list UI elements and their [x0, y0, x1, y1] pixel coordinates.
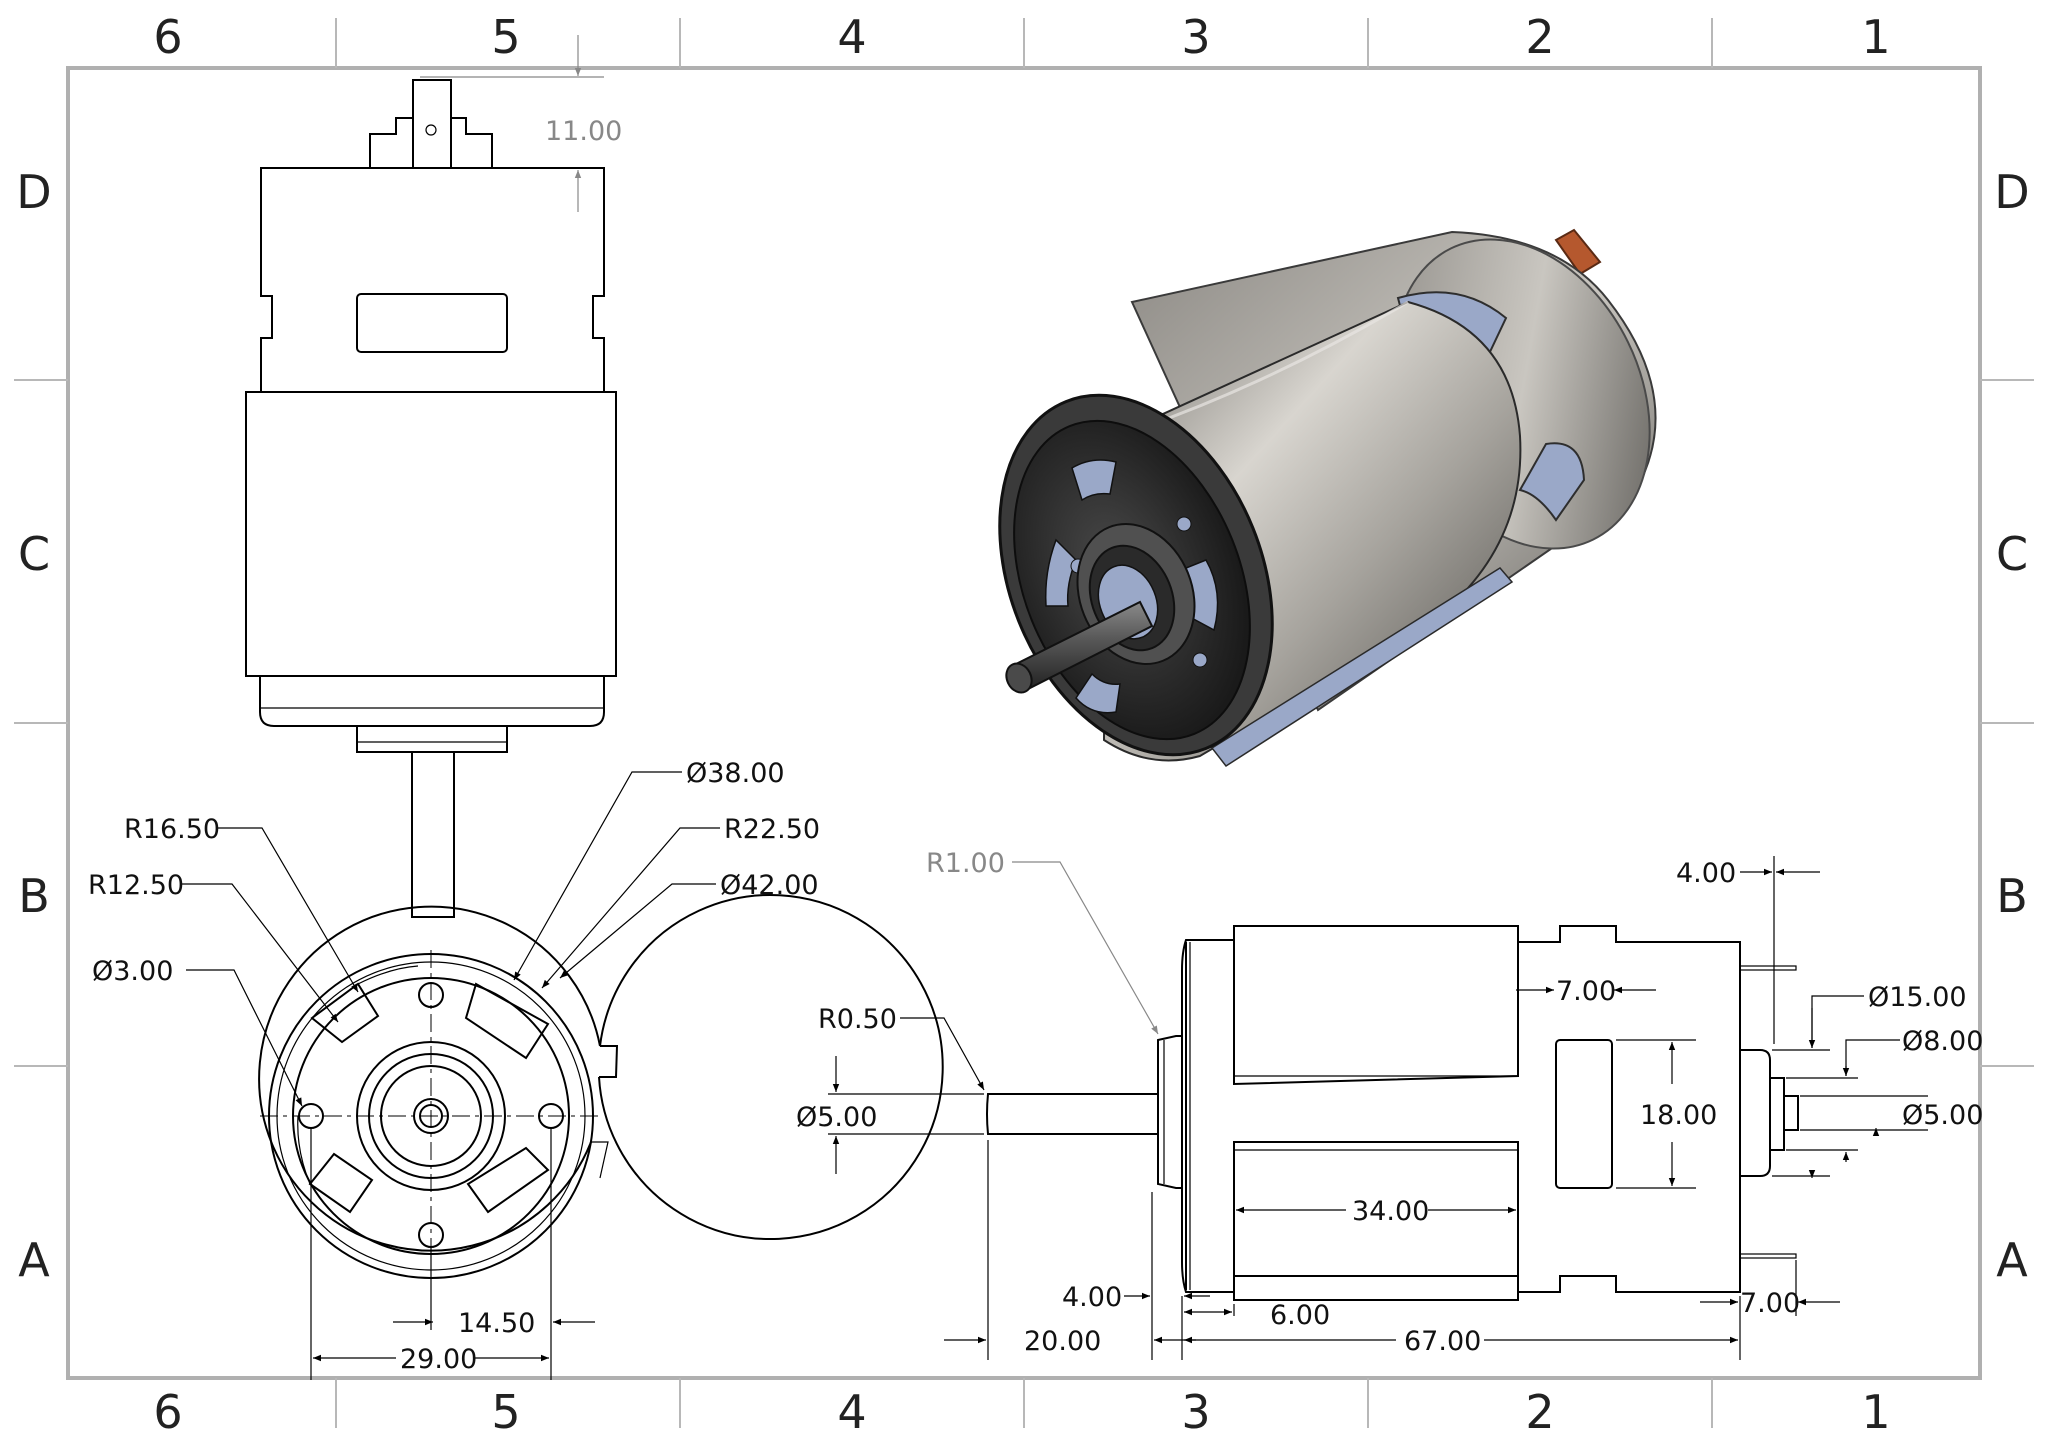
- zone-col-top-2: 2: [1525, 10, 1554, 64]
- zone-col-top-1: 1: [1861, 10, 1890, 64]
- dim-vent-width: 7.00: [1556, 976, 1616, 1007]
- dim-shaft-dia: Ø5.00: [796, 1102, 877, 1133]
- dim-vent-height: 18.00: [1640, 1100, 1717, 1131]
- dim-shaft-length: 20.00: [1024, 1326, 1101, 1357]
- zone-col-bottom-3: 3: [1181, 1385, 1210, 1439]
- zone-col-bottom-1: 1: [1861, 1385, 1890, 1439]
- zone-col-bottom-2: 2: [1525, 1385, 1554, 1439]
- dim-body-length: 67.00: [1404, 1326, 1481, 1357]
- dim-terminal-offset: 4.00: [1676, 858, 1736, 889]
- dim-d38-00: Ø38.00: [686, 758, 785, 789]
- zone-col-bottom-4: 4: [837, 1385, 866, 1439]
- zone-row-left-b: B: [18, 869, 50, 923]
- dim-rear-hub-dia: Ø8.00: [1902, 1026, 1983, 1057]
- zone-row-right-b: B: [1996, 869, 2028, 923]
- sheet-frame: 6 5 4 3 2 1 6 5 4 3 2 1 D C B A D C B A: [14, 10, 2034, 1439]
- dim-r22-50: R22.50: [724, 814, 820, 845]
- dim-r1-00: R1.00: [926, 848, 1005, 879]
- dim-hole-spacing: 29.00: [400, 1344, 477, 1375]
- dim-d42-00: Ø42.00: [720, 870, 819, 901]
- front-view: R16.50 R12.50 Ø3.00 Ø38.00 R22.50 Ø42.00…: [88, 758, 944, 1380]
- top-view: 11.00: [245, 35, 622, 918]
- zone-col-top-3: 3: [1181, 10, 1210, 64]
- isometric-view: [998, 228, 1657, 768]
- dim-lip: 6.00: [1270, 1300, 1330, 1331]
- zone-row-left-a: A: [18, 1233, 50, 1287]
- dim-hole-offset: 14.50: [458, 1308, 535, 1339]
- zone-row-left-d: D: [16, 165, 51, 219]
- zone-row-right-a: A: [1996, 1233, 2028, 1287]
- zone-col-top-4: 4: [837, 10, 866, 64]
- zone-row-right-c: C: [1996, 527, 2028, 581]
- zone-row-right-d: D: [1994, 165, 2029, 219]
- zone-col-bottom-5: 5: [491, 1385, 520, 1439]
- dim-r0-50: R0.50: [818, 1004, 897, 1035]
- zone-col-bottom-6: 6: [153, 1385, 182, 1439]
- dim-r16-50: R16.50: [124, 814, 220, 845]
- dim-d3-00: Ø3.00: [92, 956, 173, 987]
- dim-rear-boss-dia: Ø15.00: [1868, 982, 1967, 1013]
- dim-terminal-width: 7.00: [1740, 1288, 1800, 1319]
- zone-col-top-5: 5: [491, 10, 520, 64]
- zone-row-left-c: C: [18, 527, 50, 581]
- dim-terminal-height: 11.00: [545, 116, 622, 147]
- zone-col-top-6: 6: [153, 10, 182, 64]
- side-view: R1.00 R0.50 Ø5.00 4.00 6.00 20.00 67.00: [796, 848, 1983, 1360]
- dim-r12-50: R12.50: [88, 870, 184, 901]
- dim-cap-offset: 4.00: [1062, 1282, 1122, 1313]
- dim-slot-length: 34.00: [1352, 1196, 1429, 1227]
- dim-rear-shaft-dia: Ø5.00: [1902, 1100, 1983, 1131]
